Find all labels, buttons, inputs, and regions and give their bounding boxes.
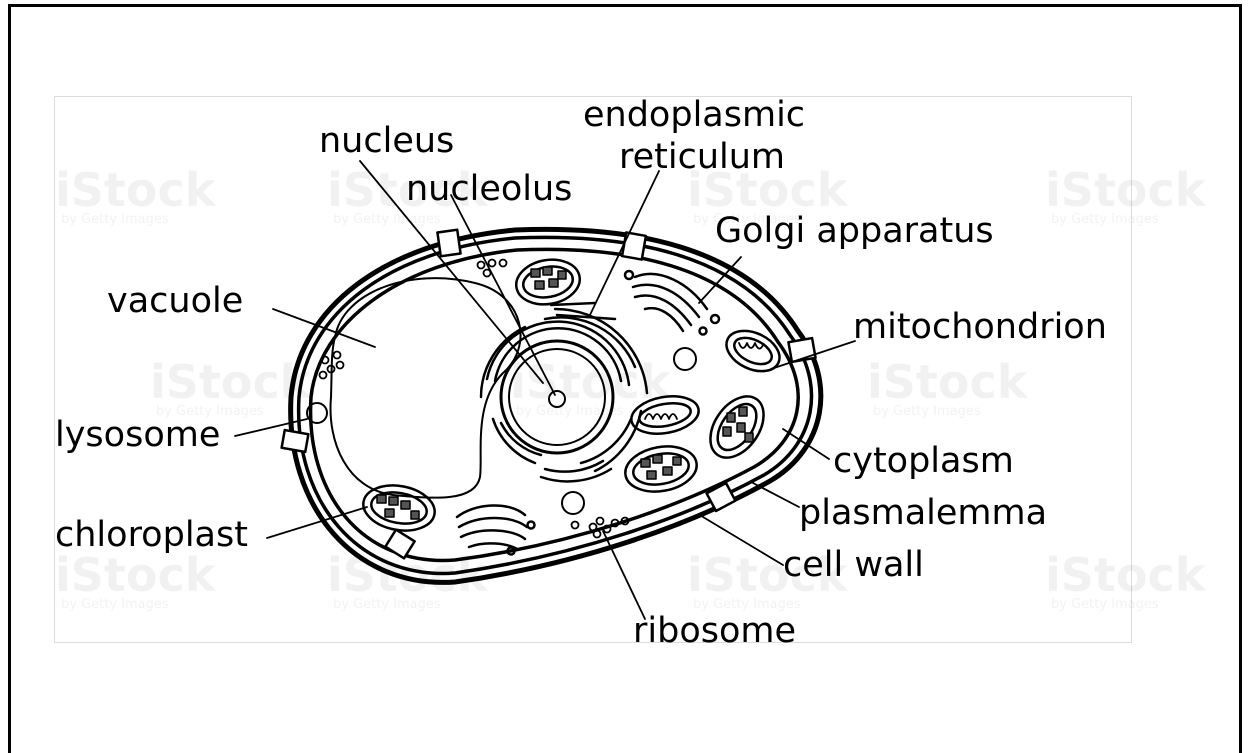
plant-cell-drawing <box>55 97 1131 642</box>
chloroplast <box>622 441 701 497</box>
mitochondrion <box>720 323 786 379</box>
label-reticulum: reticulum <box>619 139 785 175</box>
label-vacuole: vacuole <box>107 283 243 319</box>
label-nucleolus: nucleolus <box>406 171 572 207</box>
label-golgi-apparatus: Golgi apparatus <box>715 213 994 249</box>
label-cell-wall: cell wall <box>783 547 924 583</box>
mitochondrion <box>628 391 701 438</box>
label-lysosome: lysosome <box>55 417 220 453</box>
label-cytoplasm: cytoplasm <box>833 443 1014 479</box>
label-ribosome: ribosome <box>633 613 796 649</box>
label-chloroplast: chloroplast <box>55 517 248 553</box>
chloroplast <box>699 387 774 468</box>
chloroplast <box>513 255 584 309</box>
endoplasmic-reticulum <box>481 303 647 481</box>
label-mitochondrion: mitochondrion <box>853 309 1107 345</box>
nucleolus <box>549 391 565 407</box>
label-plasmalemma: plasmalemma <box>799 495 1047 531</box>
label-nucleus: nucleus <box>319 123 454 159</box>
label-endoplasmic: endoplasmic <box>583 97 805 133</box>
nucleus <box>501 341 613 453</box>
